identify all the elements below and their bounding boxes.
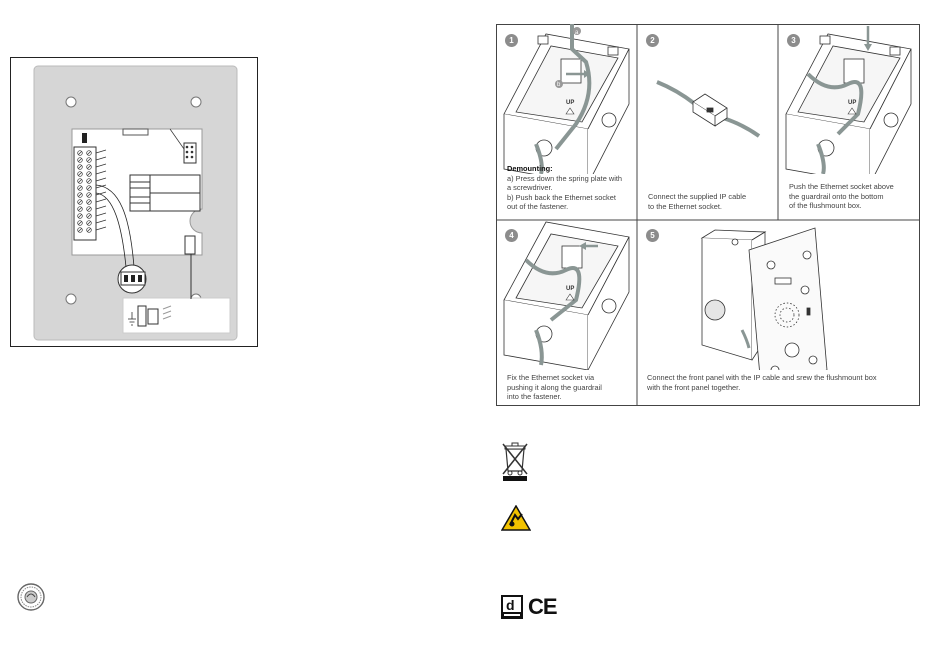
caption-line: to the Ethernet socket. [648,201,722,211]
screw-hole [65,96,77,108]
caption-line: into the fastener. [507,392,562,402]
step-3-panel: 3 UP Push the Ethernet socket above the … [778,24,920,220]
caption-line: Push the Ethernet socket above [789,182,894,191]
screw-hole [190,96,202,108]
step-number-badge: 3 [787,34,800,47]
weee-bin-icon [501,441,529,481]
caption-line: Connect the front panel with the IP cabl… [647,373,877,382]
up-marker: UP [566,286,574,292]
caption-line: b) Push back the Ethernet socket [507,192,616,202]
caption-line: Connect the supplied IP cable [648,192,747,201]
terminal-strip [73,146,97,241]
caption-line: pushing it along the guardrail [507,382,602,392]
flushmount-box-side-illustration [700,229,767,361]
ce-mark: CE [528,594,558,619]
callout-a: a [575,30,579,36]
demounting-title: Demounting: [507,164,553,173]
ethernet-socket-icon [692,93,728,127]
front-panel-illustration [748,227,828,370]
step-5-panel: 5 Connect the fron [637,220,920,406]
manufacturer-logo: d [501,595,523,619]
caption-line: with the front panel together. [647,382,741,392]
caption-line: out of the fastener. [507,202,569,212]
step-number-badge: 4 [505,229,518,242]
caption-line: of the flushmount box. [789,201,862,211]
callout-b: b [557,82,561,88]
flushmount-box-illustration [503,33,630,174]
step-2-panel: 2 Connect the supplied IP cable to the E… [637,24,778,220]
certification-seal-icon [17,583,45,611]
ground-symbol-icon [128,312,136,326]
caption-line: a) Press down the spring plate with [507,173,623,183]
caption-line: a screwdriver. [507,183,553,193]
esd-warning-icon [501,505,531,531]
installation-steps-grid: 1 a b UP Demounting: [496,24,920,406]
up-marker: UP [848,100,856,106]
caption-line: the guardrail onto the bottom [789,191,884,201]
screw-hole [65,293,77,305]
step-number-badge: 5 [646,229,659,242]
up-marker: UP [566,100,574,106]
wiring-diagram [10,57,258,347]
caption-line: Fix the Ethernet socket via [507,373,595,382]
step-1-panel: 1 a b UP Demounting: [496,24,637,220]
manufacturer-mark: d [506,597,515,613]
flushmount-box-illustration [503,221,630,370]
step-number-badge: 2 [646,34,659,47]
step-4-panel: 4 UP Fix the Ethernet socket via pushing… [496,220,637,406]
step-number-badge: 1 [505,34,518,47]
